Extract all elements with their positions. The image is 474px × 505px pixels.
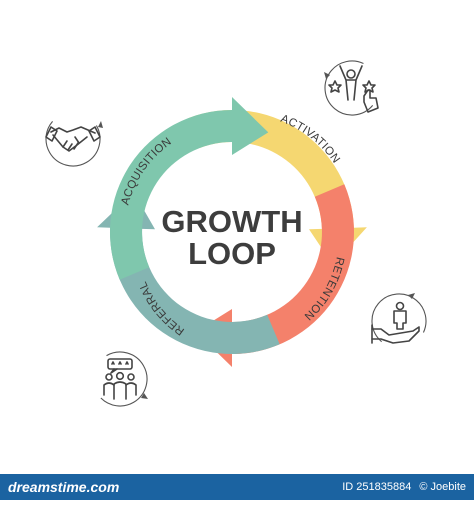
segment-retention (195, 184, 355, 367)
handshake-icon (45, 111, 103, 167)
footer-bar: dreamstime.com ID 251835884 © Joebite (0, 474, 474, 500)
footer-id-group: ID 251835884 © Joebite (342, 481, 466, 493)
footer-image-id: ID 251835884 (342, 481, 412, 493)
group-review-icon (92, 351, 148, 407)
footer-brand[interactable]: dreamstime.com (8, 479, 120, 495)
footer-author: © Joebite (419, 481, 466, 493)
celebrating-person-icon (324, 60, 380, 116)
person-on-hand-icon (371, 293, 427, 349)
segment-acquisition (109, 97, 269, 280)
title-line-loop: LOOP (188, 236, 276, 271)
title-line-growth: GROWTH (161, 204, 302, 239)
segment-referral (97, 192, 280, 355)
